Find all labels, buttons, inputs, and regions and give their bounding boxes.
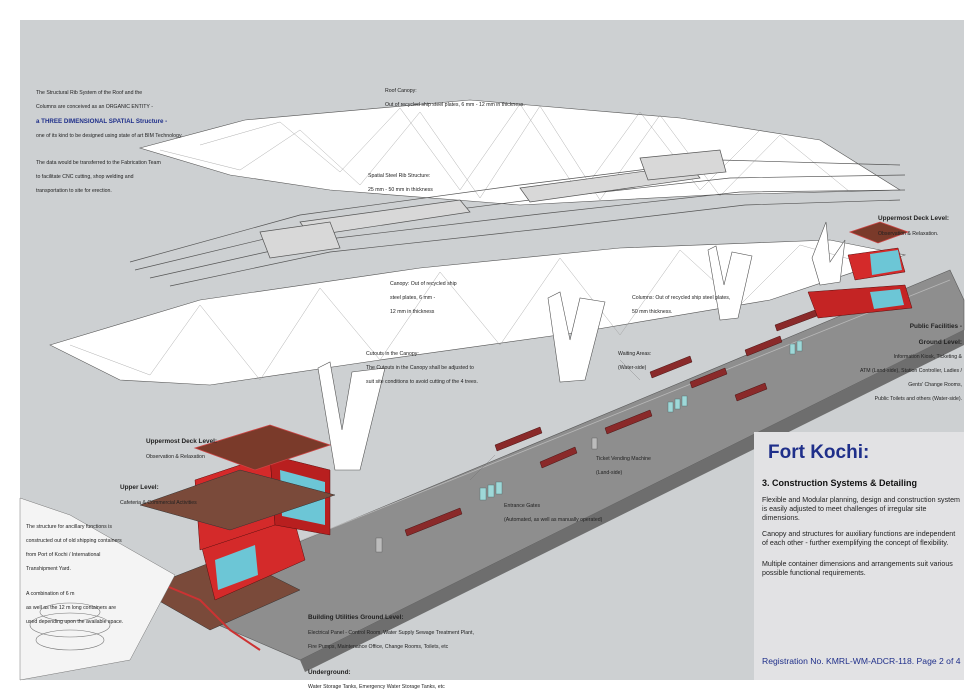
cutouts-line-3: suit site conditions to avoid cutting of…	[366, 379, 478, 386]
ticket-vending-note: Ticket Vending Machine (Land-side)	[596, 449, 651, 484]
fabrication-line-3: transportation to site for erection.	[36, 187, 112, 194]
panel-paragraph-2: Canopy and structures for auxiliary func…	[762, 530, 956, 548]
upper-level-heading: Upper Level:	[120, 484, 159, 492]
roof-canopy-line-1: Roof Canopy:	[385, 88, 417, 95]
ticket-vending-machine-2	[591, 437, 598, 450]
left-container-building	[139, 424, 336, 651]
column-2	[547, 291, 606, 383]
entrance-gates-note: Entrance Gates (Automated, as well as ma…	[504, 496, 602, 531]
ticket-line-2: (Land-side)	[596, 470, 623, 477]
ancillary-structure-note: The structure for ancillary functions is…	[26, 517, 123, 633]
rib-system-line-3: a THREE DIMENSIONAL SPATIAL Structure -	[36, 118, 168, 126]
public-line-4: ATM (Land-side), Station Controller, Lad…	[860, 368, 962, 375]
underground-line: Water Storage Tanks, Emergency Water Sto…	[308, 684, 445, 691]
upper-deck	[139, 469, 336, 531]
public-line-3: Information Kiosk, Ticketing &	[893, 354, 962, 361]
platform-deck	[159, 269, 965, 661]
canopy-line-2: steel plates, 6 mm -	[390, 295, 436, 302]
roof-canopy-note: Roof Canopy: Out of recycled ship steel …	[385, 81, 525, 116]
platform-rail	[189, 279, 951, 586]
sculpture-rings	[29, 602, 111, 651]
canopy-line-3: 12 mm in thickness	[390, 309, 435, 316]
info-panel: Fort Kochi: 3. Construction Systems & De…	[754, 432, 964, 680]
column-4	[811, 221, 846, 286]
upper-level-line: Cafeteria & Commercial Activities	[120, 499, 197, 506]
rib-structure-line-2: 25 mm - 50 mm in thickness	[368, 187, 433, 194]
roof-canopy-line-2: Out of recycled ship steel plates, 6 mm …	[385, 102, 525, 109]
ramp	[139, 574, 261, 651]
anc-line-3: from Port of Kochi / International	[26, 552, 101, 559]
cutouts-note: Cutouts in the Canopy: The Cutouts in th…	[366, 344, 478, 393]
ticket-vending-machine	[375, 537, 383, 553]
anc-line-7: used depending upon the available space.	[26, 619, 124, 626]
underground-heading: Underground:	[308, 668, 351, 676]
uppermost-left-line: Observation & Relaxation	[146, 453, 205, 460]
bu-line-3: Fire Pumps, Maintenance Office, Change R…	[308, 643, 449, 650]
column-3	[707, 245, 753, 321]
cutouts-line-1: Cutouts in the Canopy:	[366, 351, 419, 358]
fabrication-line-2: to facilitate CNC cutting, shop welding …	[36, 173, 134, 180]
right-ground-glass	[870, 289, 904, 309]
public-line-6: Public Toilets and others (Water-side).	[874, 396, 962, 403]
columns-line-1: Columns: Out of recycled ship steel plat…	[632, 295, 731, 302]
panel-subtitle: 3. Construction Systems & Detailing	[762, 478, 918, 488]
uppermost-left-heading: Uppermost Deck Level:	[146, 438, 218, 446]
public-heading-2: Ground Level:	[918, 338, 962, 346]
roof-canopy-triangulation	[159, 103, 851, 201]
panel-paragraph-1: Flexible and Modular planning, design an…	[762, 496, 960, 523]
anc-line-4: Transhipment Yard.	[26, 566, 71, 573]
upper-level-note: Upper Level: Cafeteria & Commercial Acti…	[120, 477, 197, 514]
rib-system-note: The Structural Rib System of the Roof an…	[36, 83, 183, 202]
right-top-deck	[848, 221, 910, 244]
uppermost-right-heading: Uppermost Deck Level:	[878, 215, 950, 223]
rib-system-line-2: Columns are conceived as an ORGANIC ENTI…	[36, 104, 153, 111]
public-heading-1: Public Facilities -	[909, 323, 962, 331]
waiting-line-1: Waiting Areas:	[618, 351, 652, 358]
anc-line-5: A combination of 6 m	[26, 591, 75, 598]
rib-structure-note: Spatial Steel Rib Structure: 25 mm - 50 …	[368, 166, 433, 201]
anc-line-1: The structure for ancillary functions is	[26, 524, 112, 531]
platform-edge	[300, 330, 964, 672]
waiting-area-benches	[404, 309, 818, 537]
waiting-areas-note: Waiting Areas: (Water-side)	[618, 344, 651, 379]
ticket-line-1: Ticket Vending Machine	[596, 456, 651, 463]
column-1	[317, 361, 386, 471]
canopy-note: Canopy: Out of recycled ship steel plate…	[390, 274, 457, 323]
panel-title: Fort Kochi:	[768, 442, 870, 463]
bu-line-2: Electrical Panel - Control Room, Water S…	[308, 629, 474, 636]
panel-paragraph-3: Multiple container dimensions and arrang…	[762, 560, 953, 578]
steel-rib-structure	[129, 149, 906, 287]
building-utilities-note: Building Utilities Ground Level: Electri…	[308, 607, 474, 692]
public-line-5: Gents' Change Rooms,	[908, 382, 962, 389]
gates-line-1: Entrance Gates	[504, 503, 541, 510]
rib-system-line-4: one of its kind to be designed using sta…	[36, 133, 183, 140]
columns-line-2: 50 mm thickness.	[632, 309, 673, 316]
canopy-columns	[317, 221, 846, 471]
uppermost-deck-right-note: Uppermost Deck Level: Observation & Rela…	[878, 208, 949, 245]
public-facilities-note: Public Facilities - Ground Level: Inform…	[860, 316, 962, 410]
bu-heading: Building Utilities Ground Level:	[308, 614, 404, 622]
rib-system-line-1: The Structural Rib System of the Roof an…	[36, 90, 143, 97]
registration-number: Registration No. KMRL-WM-ADCR-118. Page …	[762, 656, 961, 666]
anc-line-6: as well as the 12 m long containers are	[26, 605, 116, 612]
fabrication-line-1: The data would be transferred to the Fab…	[36, 159, 161, 166]
gates-line-2: (Automated, as well as manually operated…	[504, 517, 603, 524]
uppermost-right-line: Observation & Relaxation.	[878, 230, 939, 237]
leader-lines	[469, 359, 641, 481]
right-upper-glass	[870, 250, 902, 275]
uppermost-deck-left-note: Uppermost Deck Level: Observation & Rela…	[146, 431, 217, 468]
entrance-gates	[479, 340, 803, 501]
entrance-canopy	[19, 497, 176, 681]
rib-structure-line-1: Spatial Steel Rib Structure:	[368, 173, 431, 180]
columns-note: Columns: Out of recycled ship steel plat…	[632, 288, 730, 323]
anc-line-2: constructed out of old shipping containe…	[26, 538, 122, 545]
top-deck	[193, 424, 332, 471]
canopy-line-1: Canopy: Out of recycled ship	[390, 281, 457, 288]
cutouts-line-2: The Cutouts in the Canopy shall be adjus…	[366, 365, 474, 372]
waiting-line-2: (Water-side)	[618, 365, 647, 372]
ground-glass	[215, 545, 258, 590]
right-container-building	[807, 221, 913, 319]
